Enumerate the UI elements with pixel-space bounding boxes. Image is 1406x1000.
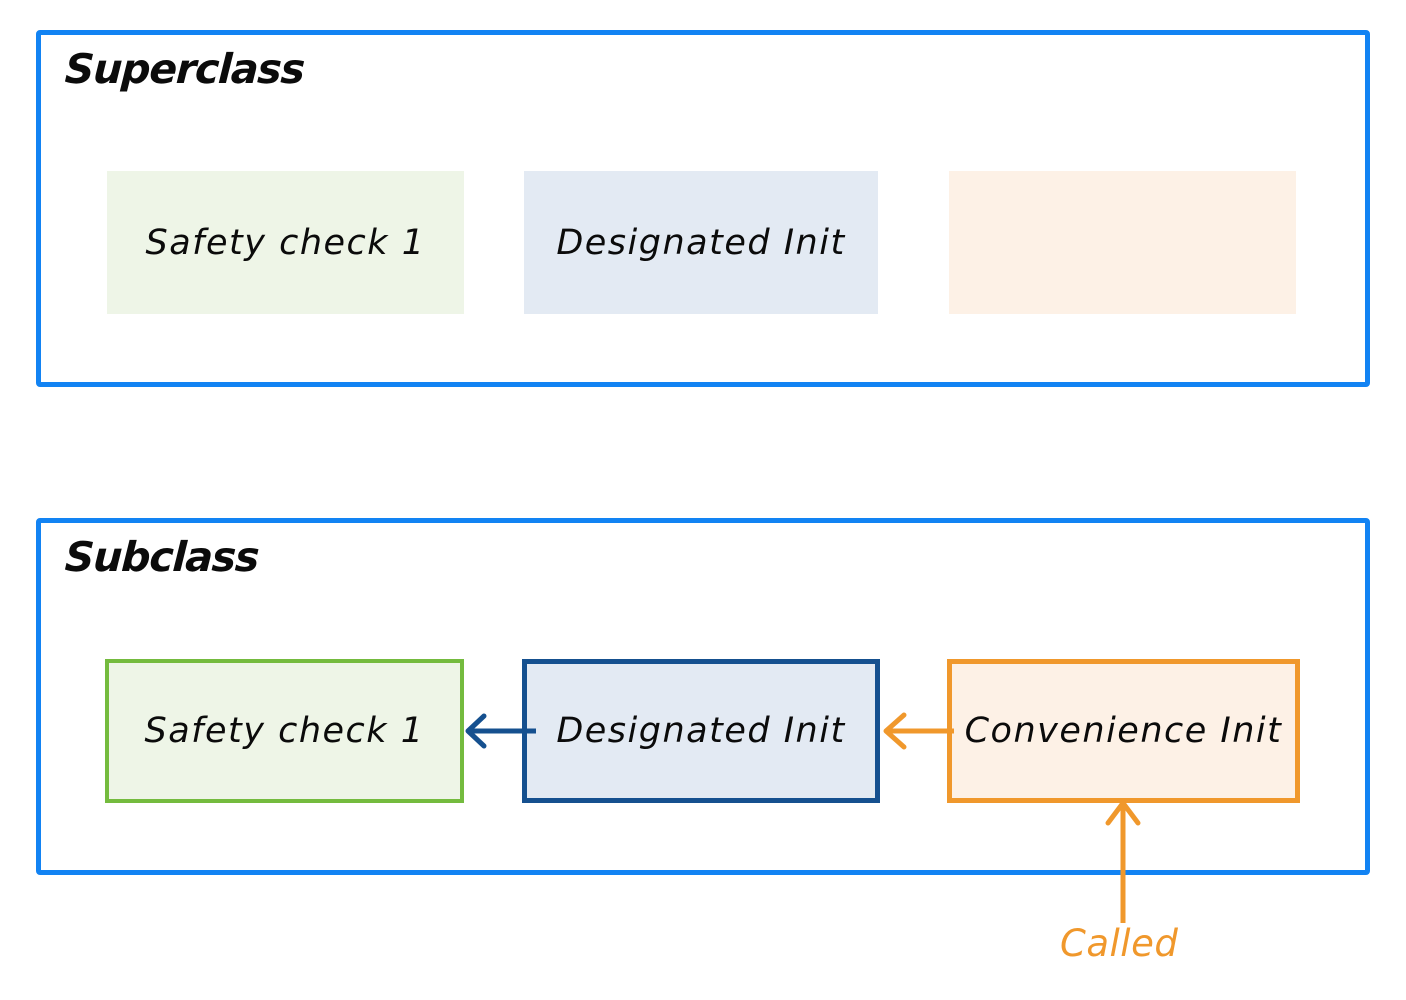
subclass-convenience-init-label: Convenience Init [964,711,1283,751]
superclass-empty-box [949,171,1296,314]
called-annotation-label: Called [1060,922,1179,965]
subclass-safety-check-label: Safety check 1 [144,711,425,751]
subclass-title: Subclass [63,533,260,581]
superclass-title: Superclass [63,45,306,93]
superclass-designated-init-label: Designated Init [556,222,846,263]
subclass-designated-init-box: Designated Init [522,659,880,803]
superclass-safety-check-box: Safety check 1 [107,171,464,314]
subclass-designated-init-label: Designated Init [556,711,846,751]
subclass-convenience-init-box: Convenience Init [947,659,1300,803]
superclass-safety-check-label: Safety check 1 [145,222,426,263]
subclass-safety-check-box: Safety check 1 [105,659,464,803]
superclass-designated-init-box: Designated Init [524,171,878,314]
